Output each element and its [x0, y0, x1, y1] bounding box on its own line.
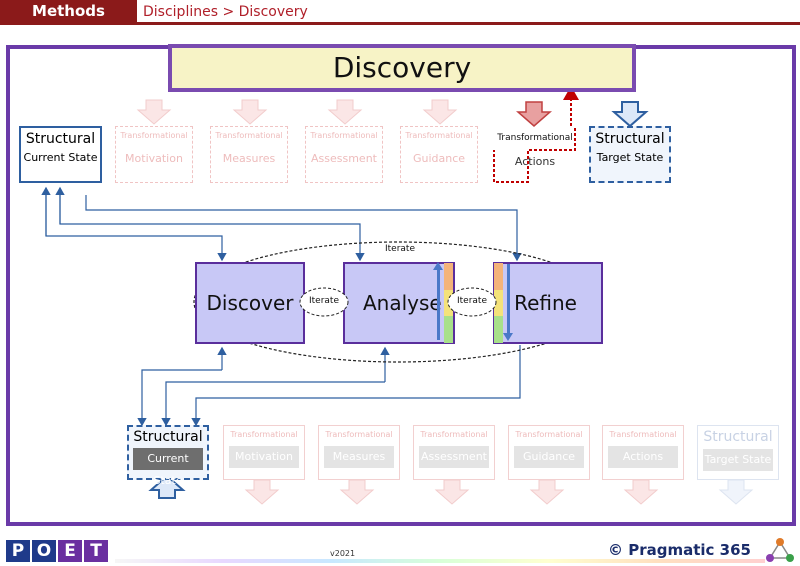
- current-state-label: Current State: [133, 448, 203, 487]
- faint-arrows-top: [136, 99, 458, 125]
- logical-band: [494, 290, 503, 316]
- logo-letter: O: [32, 540, 56, 562]
- actions-value: Actions: [514, 155, 556, 168]
- refine-box[interactable]: Refine: [493, 262, 603, 344]
- faint-guidance-bottom: Transformational Guidance: [508, 425, 590, 480]
- faint-assessment-bottom: Transformational Assessment: [413, 425, 495, 480]
- discover-label: Discover: [206, 291, 294, 315]
- faint-target-state-bottom: Structural Target State: [697, 425, 779, 480]
- structural-label: Structural: [25, 131, 96, 147]
- target-state-label: Target State: [596, 151, 664, 164]
- faint-value: Measures: [324, 446, 394, 468]
- faint-value: Assessment: [419, 446, 489, 468]
- faint-label: Transformational: [420, 430, 488, 439]
- diagram-title: Discovery: [168, 44, 636, 92]
- section-label: Methods: [0, 0, 137, 22]
- physical-band: [444, 316, 453, 343]
- faint-label: Structural: [703, 429, 773, 445]
- conceptual-band: [444, 263, 453, 290]
- structural-label: Structural: [595, 131, 665, 147]
- iterate-right-label: Iterate: [456, 296, 487, 306]
- refine-arrowhead-icon: [503, 333, 513, 341]
- logo-letter: P: [6, 540, 30, 562]
- faint-label: Transformational: [310, 131, 378, 140]
- target-down-arrow: [611, 101, 649, 128]
- structural-target-state-top[interactable]: Structural Target State: [589, 126, 671, 183]
- faint-label: Transformational: [515, 430, 583, 439]
- breadcrumb[interactable]: Disciplines > Discovery: [143, 4, 308, 20]
- physical-band: [494, 316, 503, 343]
- faint-actions-bottom: Transformational Actions: [602, 425, 684, 480]
- faint-arrows-bottom: [244, 479, 754, 505]
- faint-value: Target State: [703, 449, 773, 471]
- faint-label: Transformational: [405, 131, 473, 140]
- faint-measures-bottom: Transformational Measures: [318, 425, 400, 480]
- analyse-label: Analyse: [363, 291, 442, 315]
- molecule-icon: [766, 538, 794, 562]
- logo-letter: E: [58, 540, 82, 562]
- analyse-box[interactable]: Analyse: [343, 262, 455, 344]
- faint-value: Actions: [608, 446, 678, 468]
- faint-label: Transformational: [325, 430, 393, 439]
- actions-label: Transformational: [497, 133, 573, 143]
- iterate-left-label: Iterate: [308, 296, 339, 306]
- structural-label: Structural: [133, 429, 203, 445]
- actions-down-arrow: [516, 101, 552, 127]
- structural-current-state-top[interactable]: Structural Current State: [19, 126, 102, 183]
- footer-rainbow-bar: [115, 559, 765, 563]
- poet-logo: P O E T: [6, 540, 108, 562]
- faint-label: Transformational: [215, 131, 283, 140]
- refine-label: Refine: [514, 291, 577, 315]
- structural-current-state-bottom[interactable]: Structural Current State: [127, 425, 209, 487]
- iterate-outer-label: Iterate: [385, 244, 416, 254]
- faint-label: Transformational: [120, 131, 188, 140]
- faint-label: Transformational: [609, 430, 677, 439]
- version-label: v2021: [330, 549, 356, 558]
- faint-value: Guidance: [514, 446, 584, 468]
- faint-guidance-top: Transformational Guidance: [400, 126, 478, 183]
- faint-measures-top: Transformational Measures: [210, 126, 288, 183]
- faint-label: Transformational: [230, 430, 298, 439]
- analyse-arrowhead-icon: [433, 262, 443, 270]
- faint-value: Guidance: [412, 152, 466, 165]
- discover-box[interactable]: Discover: [195, 262, 305, 344]
- logo-letter: T: [84, 540, 108, 562]
- current-up-arrow: [148, 474, 186, 499]
- refine-layer-strip: [494, 263, 503, 343]
- conceptual-band: [494, 263, 503, 290]
- faint-value: Measures: [222, 152, 276, 165]
- analyse-up-arrow: [437, 268, 440, 340]
- header-divider: [0, 22, 800, 25]
- refine-down-arrow: [507, 264, 510, 334]
- faint-value: Assessment: [311, 152, 377, 165]
- actions-box-top[interactable]: Transformational Actions: [494, 126, 576, 183]
- faint-motivation-bottom: Transformational Motivation: [223, 425, 305, 480]
- faint-assessment-top: Transformational Assessment: [305, 126, 383, 183]
- brand-label: © Pragmatic 365: [608, 541, 751, 559]
- faint-value: Motivation: [125, 152, 183, 165]
- current-state-label: Current State: [23, 151, 98, 164]
- faint-motivation-top: Transformational Motivation: [115, 126, 193, 183]
- faint-value: Motivation: [229, 446, 299, 468]
